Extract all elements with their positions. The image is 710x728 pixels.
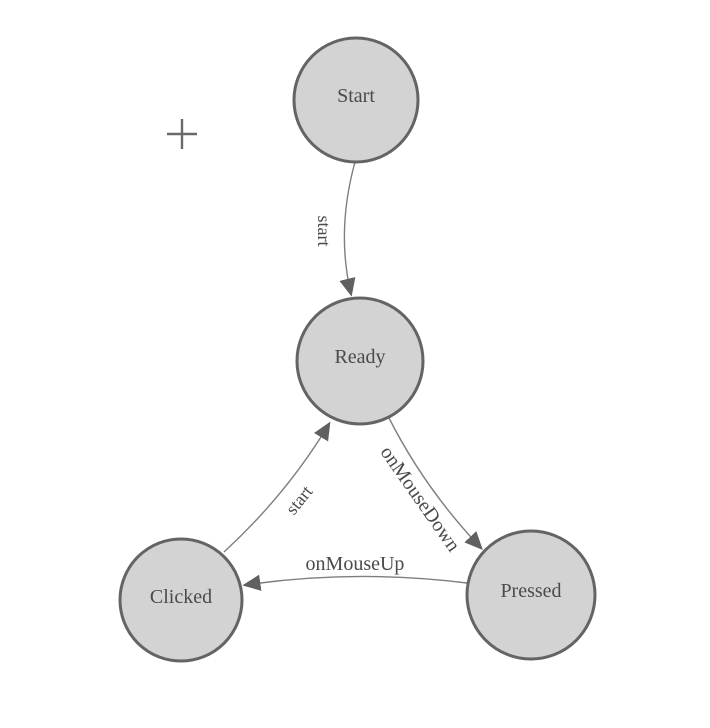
node-ready[interactable]: Ready <box>295 296 425 426</box>
edge-line-clicked-to-ready[interactable] <box>223 421 331 553</box>
node-clicked-circle[interactable] <box>118 537 244 663</box>
node-pressed-label: Pressed <box>500 580 561 602</box>
node-pressed[interactable]: Pressed <box>465 529 597 661</box>
edge-start-to-ready[interactable]: start <box>314 161 356 297</box>
node-clicked-label: Clicked <box>150 586 212 608</box>
node-start[interactable]: Start <box>292 36 420 164</box>
edge-line-pressed-to-clicked[interactable] <box>242 574 468 591</box>
node-ready-circle[interactable] <box>295 296 425 426</box>
edge-label-ready-to-pressed: onMouseDown <box>376 442 465 556</box>
node-clicked[interactable]: Clicked <box>118 537 244 663</box>
edge-label-pressed-to-clicked: onMouseUp <box>306 553 405 575</box>
edge-label-clicked-to-ready: start <box>281 482 316 519</box>
crosshair-icon <box>167 119 197 149</box>
edge-ready-to-pressed[interactable]: onMouseDown <box>376 417 483 556</box>
node-start-circle[interactable] <box>292 36 420 164</box>
node-ready-label: Ready <box>334 346 385 368</box>
edge-line-start-to-ready[interactable] <box>339 161 356 297</box>
edge-clicked-to-ready[interactable]: start <box>223 421 331 553</box>
node-start-label: Start <box>337 85 375 107</box>
node-pressed-circle[interactable] <box>465 529 597 661</box>
edge-pressed-to-clicked[interactable]: onMouseUp <box>242 553 468 591</box>
edge-line-ready-to-pressed[interactable] <box>388 417 483 550</box>
edge-label-start-to-ready: start <box>314 216 334 247</box>
